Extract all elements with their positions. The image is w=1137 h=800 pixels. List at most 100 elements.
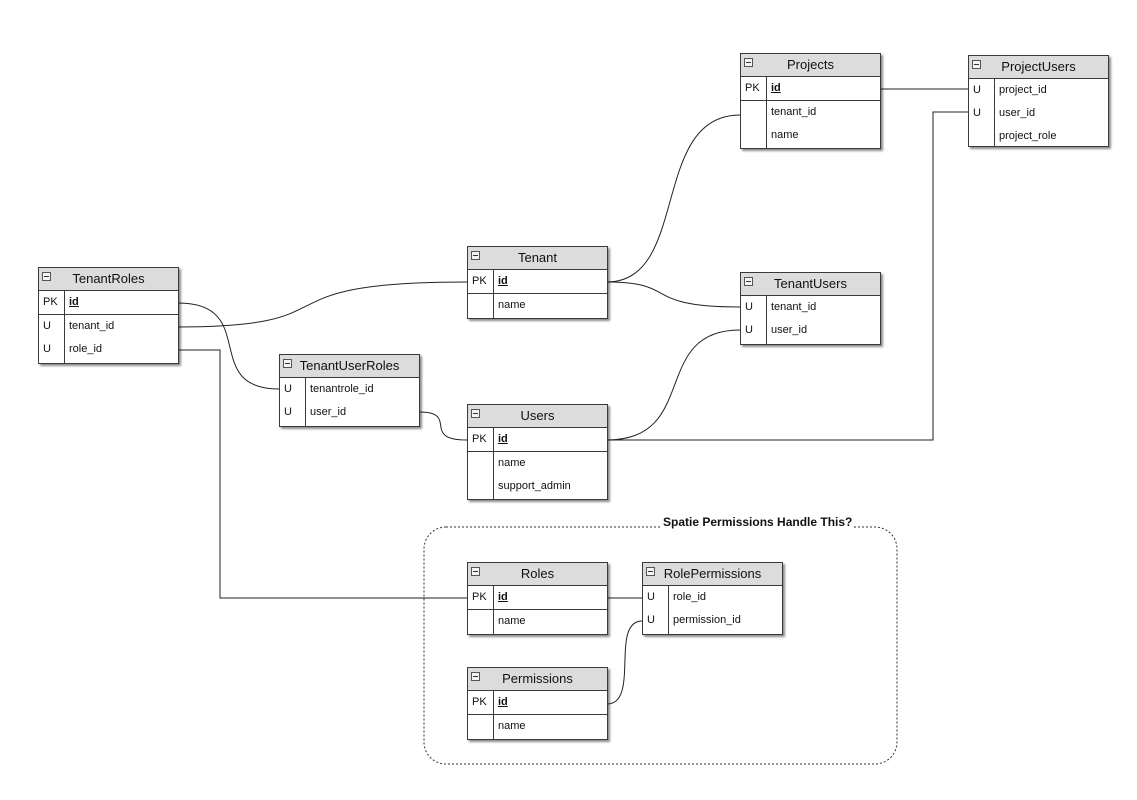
- collapse-icon[interactable]: [646, 567, 655, 576]
- field-key: U: [973, 84, 981, 96]
- field-row[interactable]: PK id: [468, 270, 607, 293]
- collapse-icon[interactable]: [42, 272, 51, 281]
- field-row[interactable]: name: [468, 452, 607, 475]
- field-row[interactable]: name: [468, 294, 607, 317]
- entity-title: Tenant: [517, 250, 558, 265]
- entity-header[interactable]: Users: [468, 405, 607, 428]
- rel-tenant-projects: [606, 114, 741, 283]
- rel-tenantroles-tenantuserroles: [177, 302, 280, 390]
- entity-header[interactable]: Roles: [468, 563, 607, 586]
- entity-title: Permissions: [502, 671, 573, 686]
- entity-title: TenantUsers: [774, 276, 847, 291]
- entity-header[interactable]: Permissions: [468, 668, 607, 691]
- field-row[interactable]: PK id: [468, 586, 607, 609]
- field-name: tenant_id: [771, 301, 817, 313]
- field-section: name: [468, 714, 607, 738]
- entity-fields: PK id name: [468, 270, 607, 318]
- entity-header[interactable]: TenantUserRoles: [280, 355, 419, 378]
- field-name: id: [498, 275, 508, 287]
- field-key: U: [647, 591, 655, 603]
- field-key: PK: [472, 275, 487, 287]
- field-name: id: [771, 82, 781, 94]
- field-row[interactable]: name: [468, 610, 607, 633]
- field-name: permission_id: [673, 614, 741, 626]
- collapse-icon[interactable]: [744, 58, 753, 67]
- field-key: PK: [43, 296, 58, 308]
- field-name: role_id: [673, 591, 707, 603]
- field-key: PK: [472, 696, 487, 708]
- field-key: PK: [472, 433, 487, 445]
- field-name: name: [498, 720, 526, 732]
- entity-title: RolePermissions: [663, 566, 762, 581]
- field-row[interactable]: name: [468, 715, 607, 738]
- field-name: name: [498, 299, 526, 311]
- field-section: PK id: [468, 586, 607, 609]
- entity-fields: PK id name: [468, 586, 607, 634]
- field-name: user_id: [999, 107, 1036, 119]
- entity-header[interactable]: Projects: [741, 54, 880, 77]
- entity-header[interactable]: Tenant: [468, 247, 607, 270]
- field-section: name: [468, 293, 607, 317]
- collapse-icon[interactable]: [972, 60, 981, 69]
- field-section: PK id: [39, 291, 178, 314]
- field-row[interactable]: project_role: [969, 125, 1108, 148]
- collapse-icon[interactable]: [471, 409, 480, 418]
- field-name: id: [69, 296, 79, 308]
- field-name: id: [498, 591, 508, 603]
- entity-header[interactable]: TenantUsers: [741, 273, 880, 296]
- field-key: U: [284, 383, 292, 395]
- field-row[interactable]: support_admin: [468, 475, 607, 498]
- field-row[interactable]: tenant_id: [741, 101, 880, 124]
- field-key: PK: [472, 591, 487, 603]
- collapse-icon[interactable]: [283, 359, 292, 368]
- field-name: tenant_id: [69, 320, 115, 332]
- collapse-icon[interactable]: [744, 277, 753, 286]
- field-row[interactable]: PK id: [39, 291, 178, 314]
- entity-title: Roles: [520, 566, 555, 581]
- rel-tenant-tenantusers: [606, 281, 741, 308]
- collapse-icon[interactable]: [471, 251, 480, 260]
- entity-title: TenantRoles: [72, 271, 145, 286]
- collapse-icon[interactable]: [471, 567, 480, 576]
- field-row[interactable]: name: [741, 124, 880, 147]
- field-section: name: [468, 609, 607, 633]
- entity-header[interactable]: RolePermissions: [643, 563, 782, 586]
- entity-header[interactable]: ProjectUsers: [969, 56, 1108, 79]
- entity-header[interactable]: TenantRoles: [39, 268, 178, 291]
- field-name: user_id: [310, 406, 347, 418]
- collapse-icon[interactable]: [471, 672, 480, 681]
- field-name: tenant_id: [771, 106, 817, 118]
